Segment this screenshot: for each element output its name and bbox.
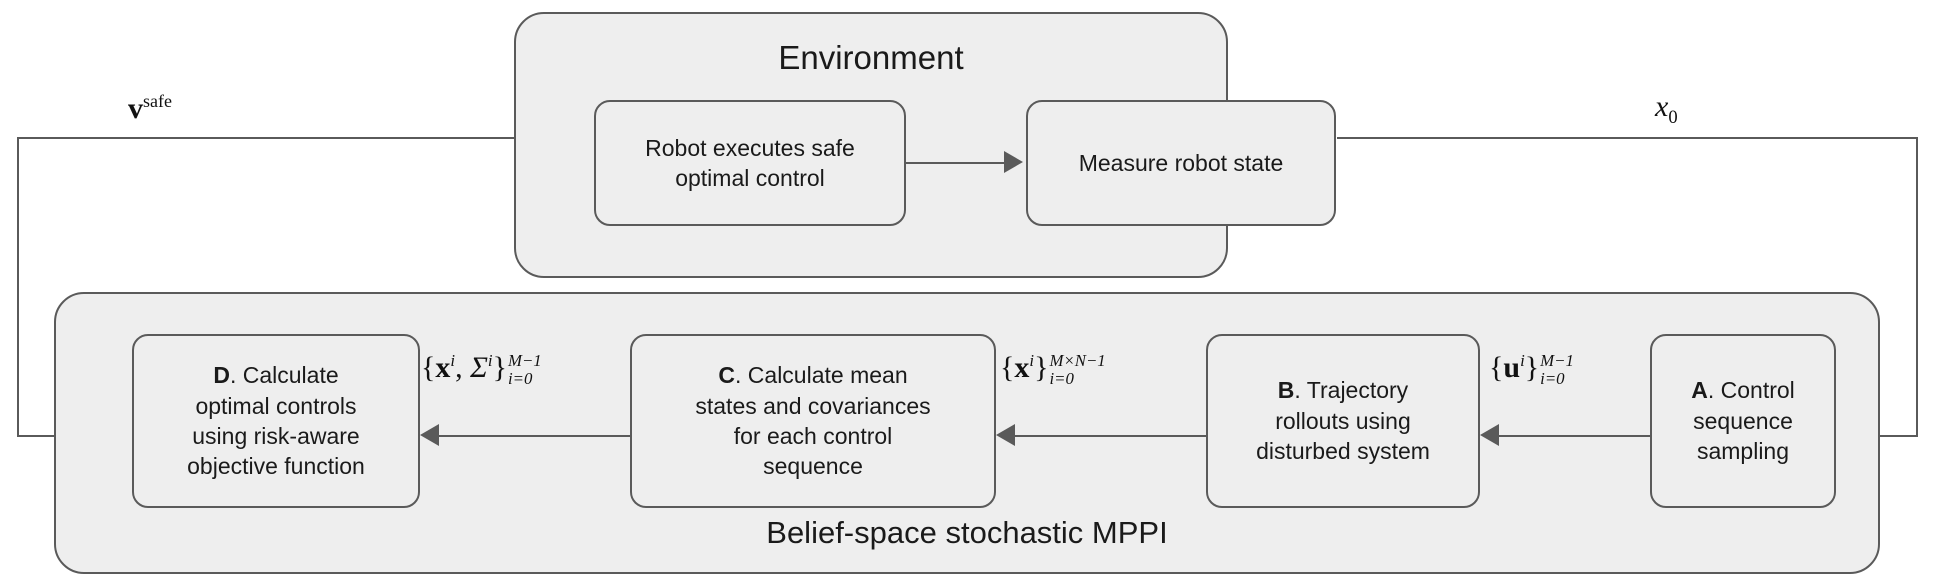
node-robot-label: Robot executes safe optimal control [645,134,855,191]
node-step-c-label: C. Calculate mean states and covariances… [695,362,931,480]
environment-title: Environment [778,39,964,76]
feedback-line-left-vertical [17,137,20,437]
node-measure-label: Measure robot state [1078,149,1284,176]
edge-robot-to-measure [906,162,1006,165]
feedback-line-top-right [1337,137,1918,140]
arrow-left-icon [1480,424,1499,446]
node-step-b-label: B. Trajectory rollouts using disturbed s… [1256,377,1430,465]
arrow-right-icon [1004,151,1023,173]
edge-label-v-safe: vsafe [128,91,172,125]
arrow-left-icon [420,424,439,446]
feedback-line-top-left [17,137,577,140]
node-measure-robot-state[interactable]: Measure robot state [1026,100,1336,226]
edge-b-to-c [1015,435,1207,438]
mppi-title: Belief-space stochastic MPPI [766,514,1168,550]
edge-label-x0: x0 [1655,90,1678,128]
node-robot-executes-safe-optimal-control[interactable]: Robot executes safe optimal control [594,100,906,226]
arrow-left-icon [996,424,1015,446]
feedback-line-right-vertical [1916,137,1919,437]
feedback-line-into-a [1855,435,1918,438]
node-step-a-label: A. Control sequence sampling [1691,377,1795,465]
edge-a-to-b [1499,435,1651,438]
node-step-b-trajectory-rollouts[interactable]: B. Trajectory rollouts using disturbed s… [1206,334,1480,508]
node-step-c-calculate-mean-states[interactable]: C. Calculate mean states and covariances… [630,334,996,508]
node-step-d-label: D. Calculate optimal controls using risk… [187,362,365,480]
node-step-a-control-sequence-sampling[interactable]: A. Control sequence sampling [1650,334,1836,508]
edge-c-to-d [439,435,631,438]
node-step-d-calculate-optimal-controls[interactable]: D. Calculate optimal controls using risk… [132,334,420,508]
